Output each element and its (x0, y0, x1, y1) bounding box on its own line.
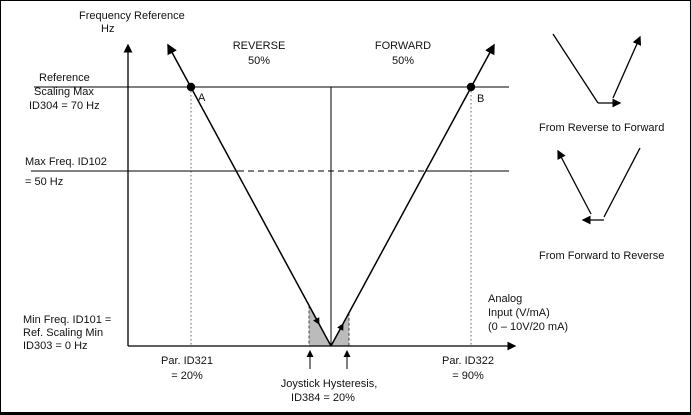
min-freq-label-line3: ID303 = 0 Hz (23, 340, 88, 352)
hysteresis-shading (308, 305, 350, 346)
ftr-up-stroke (557, 149, 592, 215)
max-freq-label-line2: = 50 Hz (25, 176, 63, 188)
ref-scaling-max-label-line1: Reference (39, 72, 90, 84)
min-freq-label-line2: Ref. Scaling Min (23, 327, 103, 339)
point-a-marker (186, 82, 196, 92)
forward-label: FORWARD (375, 40, 431, 52)
x-axis-title-line2: Input (V/mA) (488, 307, 550, 319)
par-id322-label-line1: Par. ID322 (442, 355, 494, 367)
point-b-label: B (477, 93, 484, 105)
reverse-ramp-line (167, 43, 332, 347)
rtf-up-stroke (612, 35, 642, 99)
reverse-label: REVERSE (233, 40, 286, 52)
point-a-label: A (198, 92, 206, 104)
x-axis-title-line1: Analog (488, 293, 522, 305)
par-id321-label-line2: = 20% (171, 370, 203, 382)
par-id322-label-line2: = 90% (452, 370, 484, 382)
reverse-percent: 50% (248, 55, 270, 67)
reverse-to-forward-glyph-icon (552, 33, 642, 108)
ref-scaling-max-label-line3: ID304 = 70 Hz (29, 100, 100, 112)
down-direction-arrow-icon (312, 312, 320, 325)
point-b-marker (466, 82, 476, 92)
up-direction-arrow-icon (336, 323, 344, 336)
legend-forward-to-reverse: From Forward to Reverse (539, 250, 664, 262)
min-freq-label-line1: Min Freq. ID101 = (23, 314, 111, 326)
max-freq-label-line1: Max Freq. ID102 (25, 156, 107, 168)
joystick-hysteresis-label-line1: Joystick Hysteresis, (281, 378, 378, 390)
y-axis-title-line1: Frequency Reference (79, 10, 185, 22)
forward-to-reverse-glyph-icon (557, 147, 641, 225)
rtf-down-stroke (552, 33, 599, 104)
par-id321-label-line1: Par. ID321 (161, 355, 213, 367)
ref-scaling-max-label-line2: Scaling Max (34, 86, 94, 98)
forward-percent: 50% (392, 55, 414, 67)
ftr-down-stroke (603, 147, 641, 218)
joystick-hysteresis-label-line2: ID384 = 20% (291, 392, 355, 404)
legend-reverse-to-forward: From Reverse to Forward (539, 122, 664, 134)
forward-ramp-line (330, 43, 495, 347)
x-axis-title-line3: (0 – 10V/20 mA) (488, 321, 568, 333)
y-axis-title-line2: Hz (101, 23, 114, 35)
